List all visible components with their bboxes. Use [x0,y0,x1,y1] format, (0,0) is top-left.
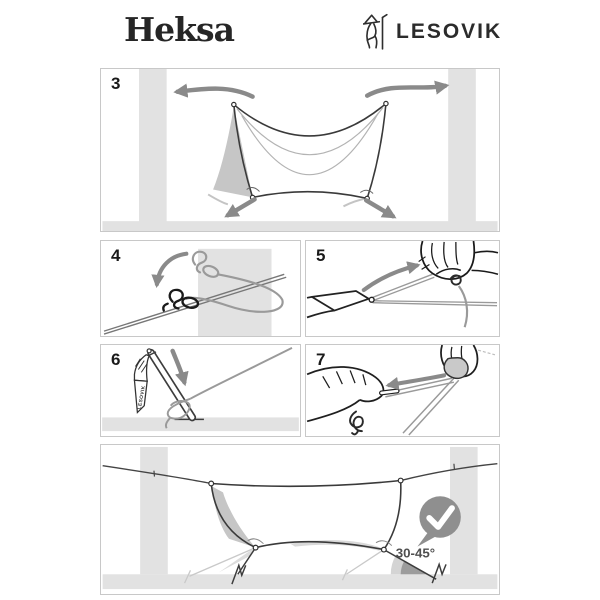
stake-peg [145,348,197,422]
guy-cords [371,273,498,307]
left-tree [140,446,168,575]
s-hook-after [162,288,200,312]
step-panel-7: 7 [305,344,500,437]
rope-loop [165,397,191,429]
knot [349,410,364,436]
pull-arrow-top-left [173,83,255,99]
cord-tail [457,285,469,328]
pull-left-arrow [385,373,447,390]
pull-arrow-bottom-left [224,197,257,218]
left-tree [138,69,167,224]
hook-attachment-illustration [103,248,287,336]
cord-tensioner [443,356,469,380]
check-icon [426,505,455,530]
step-panel-4: 4 [100,240,301,337]
tarp-stretch-illustration [102,69,498,231]
tree-trunk [198,248,272,336]
push-down-arrow [170,348,189,387]
tension-cord-illustration [306,241,499,328]
ridgeline [102,463,498,485]
brand-logo: LESOVIK [363,13,502,50]
tarp-outline [233,102,387,200]
cords [385,377,460,436]
result-panel: 30-45° [100,444,500,595]
pull-arrow-bottom-right [363,198,397,219]
step-number: 4 [111,246,121,265]
brand-name: LESOVIK [396,19,503,43]
tarp-shaded-fold [213,106,253,198]
s-hook-before [185,250,284,313]
tarp-corner [306,290,375,319]
right-tree [448,69,476,224]
ground [102,417,299,432]
light-guy-lines [183,547,385,584]
strap-brand-text: LESOVIK [137,385,147,410]
step-panel-3: 3 [100,68,500,232]
rotate-arrow [151,251,189,289]
hand-holding-tensioner [440,345,479,380]
knot [450,274,462,286]
brand-strap: LESOVIK [133,354,150,414]
ground [102,221,498,231]
corner-loops [231,100,389,202]
tarp-outline [210,479,402,551]
pull-arrow [361,261,421,293]
guy-rope [189,347,293,400]
page-title: Heksa [124,10,235,49]
tarp-fold-lines [236,107,384,176]
step-number: 3 [111,74,121,93]
dashed-line [473,348,496,356]
step-number: 6 [111,350,121,369]
guy-lines [231,547,447,585]
tighten-illustration [306,345,496,436]
pulling-hand [306,366,400,423]
hiker-logo-icon [363,13,389,50]
step-panel-6: 6 LE [100,344,301,437]
tarp-shaded-fold [212,486,256,548]
corner-loops [208,477,404,553]
check-badge [417,496,461,547]
angle-label: 30-45° [396,545,435,560]
step-number: 7 [316,350,326,369]
step-number: 5 [316,246,326,265]
pull-arrow-top-right [364,80,450,98]
step-panel-5: 5 [305,240,500,337]
stake-illustration: LESOVIK [102,347,299,432]
hand [418,241,499,281]
final-setup-illustration: 30-45° [102,446,498,590]
ground [102,574,498,590]
